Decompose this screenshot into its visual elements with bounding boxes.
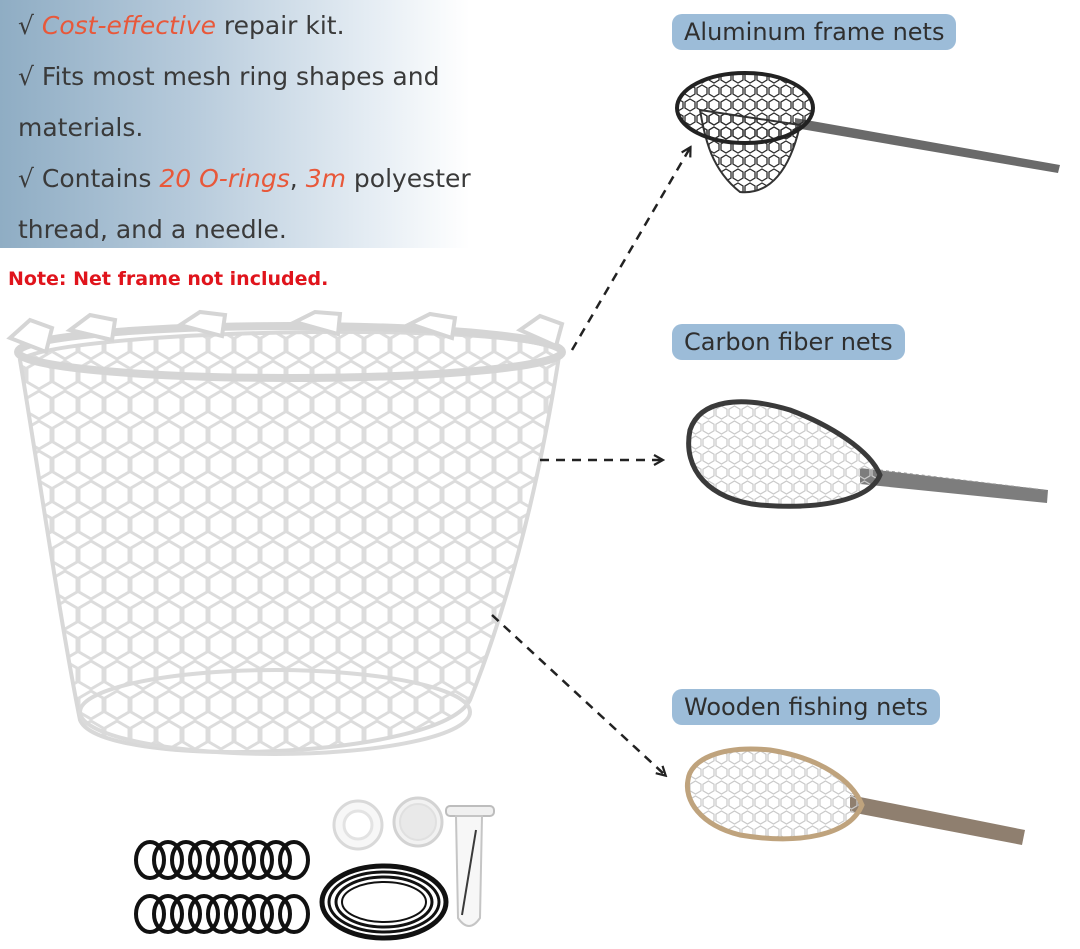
- feature-line-cost: √ Cost-effective repair kit.: [18, 11, 345, 40]
- wooden-net-image: [684, 746, 1025, 845]
- highlight-o-rings: 20 O-rings: [159, 164, 290, 193]
- feature-line-materials: materials.: [18, 113, 144, 142]
- feature-panel: [0, 0, 470, 248]
- highlight-cost-effective: Cost-effective: [41, 11, 216, 40]
- arrows: [491, 148, 690, 775]
- rubber-mesh-net-image: [6, 309, 566, 756]
- feature-list: √ Cost-effective repair kit. √ Fits most…: [18, 0, 538, 255]
- arrow-to-aluminum: [570, 148, 690, 351]
- label-carbon: Carbon fiber nets: [672, 324, 905, 360]
- feature-line-thread: thread, and a needle.: [18, 215, 287, 244]
- label-aluminum: Aluminum frame nets: [672, 14, 957, 50]
- needle-tube-image: [445, 805, 495, 927]
- label-wooden: Wooden fishing nets: [672, 689, 940, 725]
- feature-line-contains: √ Contains 20 O-rings, 3m polyester: [18, 164, 471, 193]
- arrow-to-wooden: [491, 614, 665, 775]
- o-rings-image: [134, 840, 310, 934]
- caps-image: [332, 796, 444, 851]
- note-text: Note: Net frame not included.: [8, 268, 329, 290]
- thread-spool-image: [319, 863, 449, 941]
- feature-line-fits: √ Fits most mesh ring shapes and: [18, 62, 440, 91]
- highlight-3m: 3m: [305, 164, 346, 193]
- aluminum-net-image: [675, 71, 1060, 194]
- carbon-net-image: [686, 399, 1048, 509]
